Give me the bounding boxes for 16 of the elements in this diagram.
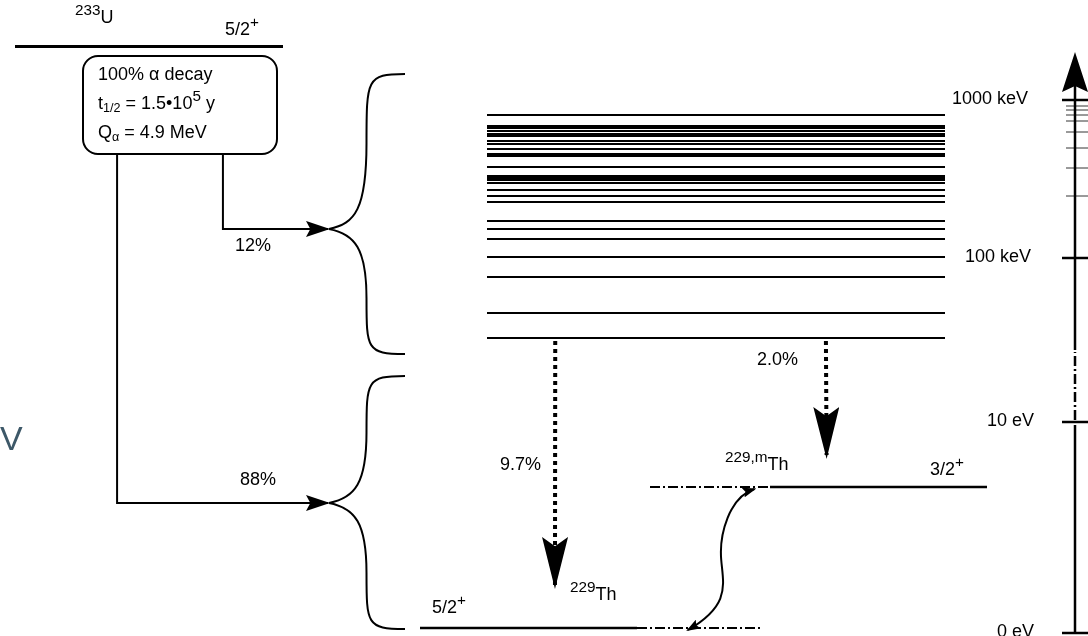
axis-tick-label: 1000 keV (952, 89, 1029, 109)
energy-level-line (15, 6, 283, 48)
dotted-arrow (813, 341, 840, 459)
spin-parity-label: 5/2$^{+}$ (225, 20, 259, 40)
arrow (686, 488, 757, 632)
arrow (221, 154, 330, 237)
decay-info-text: Q$_{α}$ = 4.9 MeV (98, 123, 207, 143)
spin-parity-label: 3/2$^{+}$ (930, 460, 964, 480)
dotted-arrow (542, 341, 569, 589)
axis-tick-label: 10 eV (987, 411, 1035, 431)
decay-info-text: 100% α decay (98, 65, 213, 85)
axis-tick-label: 100 keV (965, 247, 1032, 267)
spin-parity-label: 5/2$^{+}$ (432, 598, 466, 618)
decay-info-box (82, 55, 278, 155)
arrow (116, 154, 330, 511)
text-fragment: V (0, 420, 23, 458)
